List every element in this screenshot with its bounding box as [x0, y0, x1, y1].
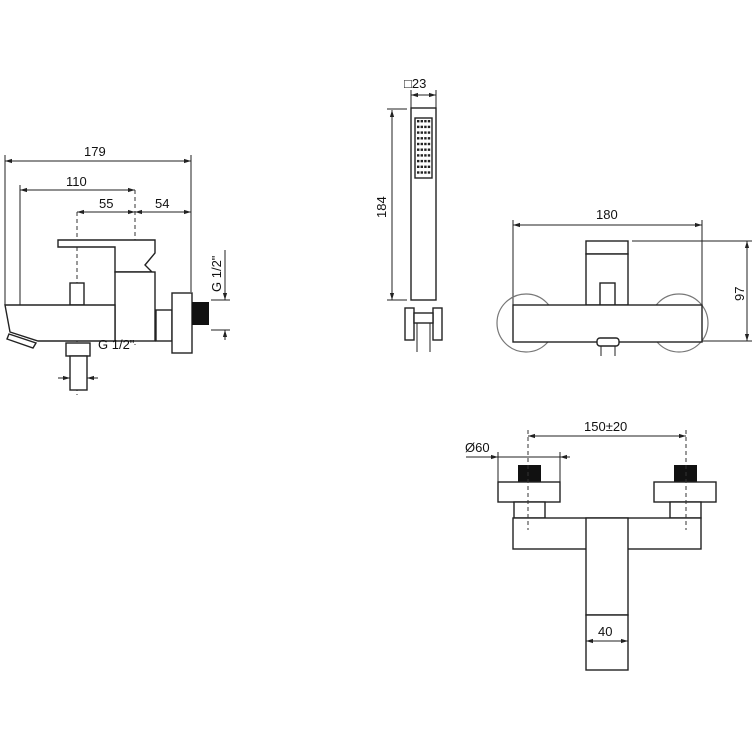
nozzle-dot: [420, 120, 423, 123]
nozzle-dot: [424, 142, 427, 146]
thread-wall-label: G 1/2": [209, 255, 224, 292]
nozzle-dot: [420, 142, 423, 146]
nozzle-dot: [417, 154, 420, 157]
nozzle-dot: [417, 165, 420, 168]
nozzle-dot: [424, 159, 427, 163]
nozzle-dot: [427, 120, 431, 123]
nozzle-dot: [420, 148, 423, 151]
nozzle-dot: [427, 171, 431, 174]
nozzle-dot: [417, 171, 420, 174]
dim-height: 97: [732, 287, 747, 301]
nozzle-dot: [417, 137, 420, 140]
dim-rosette: Ø60: [465, 440, 490, 455]
thread-outlet-label: G 1/2": [98, 337, 135, 352]
nozzle-dot: [427, 154, 431, 157]
nozzle-dot: [427, 131, 431, 134]
nozzle-dot: [424, 154, 427, 157]
nozzle-dot: [420, 171, 423, 174]
nozzle-dot: [424, 131, 427, 134]
nozzle-dot: [417, 131, 420, 134]
dim-section: □23: [404, 76, 426, 91]
nozzle-dot: [417, 148, 420, 151]
dim-55: 55: [99, 196, 113, 211]
dim-179: 179: [84, 144, 106, 159]
nozzle-dot: [424, 137, 427, 140]
nozzle-dot: [420, 165, 423, 168]
nozzle-dot: [424, 171, 427, 174]
dim-centers: 150±20: [584, 419, 627, 434]
dim-110: 110: [66, 174, 87, 189]
dim-body: 40: [598, 624, 612, 639]
nozzle-dot: [427, 165, 431, 168]
nozzle-dot: [427, 125, 431, 129]
nozzle-dot: [424, 120, 427, 123]
nozzle-dot: [420, 125, 423, 129]
nozzle-dot: [424, 148, 427, 151]
dim-length: 184: [374, 196, 389, 218]
nozzle-dot: [417, 125, 420, 129]
nozzle-dot: [427, 137, 431, 140]
nozzle-dot: [420, 154, 423, 157]
nozzle-dot: [420, 159, 423, 163]
top-view: 150±20 Ø60 40: [465, 419, 717, 671]
nozzle-dot: [427, 142, 431, 146]
nozzle-dot: [417, 120, 420, 123]
nozzle-dot: [417, 159, 420, 163]
nozzle-dot: [420, 137, 423, 140]
side-view: 179 110 55 54 G 1/2" G 1/2": [4, 144, 230, 395]
nozzle-dot: [427, 148, 431, 151]
dim-54: 54: [155, 196, 169, 211]
front-view: 180 97: [496, 207, 752, 356]
dim-width: 180: [596, 207, 618, 222]
nozzle-dot: [417, 142, 420, 146]
nozzle-dot: [424, 125, 427, 129]
nozzle-dot: [424, 165, 427, 168]
hand-shower-view: □23 184: [374, 76, 443, 352]
nozzle-dot: [420, 131, 423, 134]
nozzle-dot: [427, 159, 431, 163]
